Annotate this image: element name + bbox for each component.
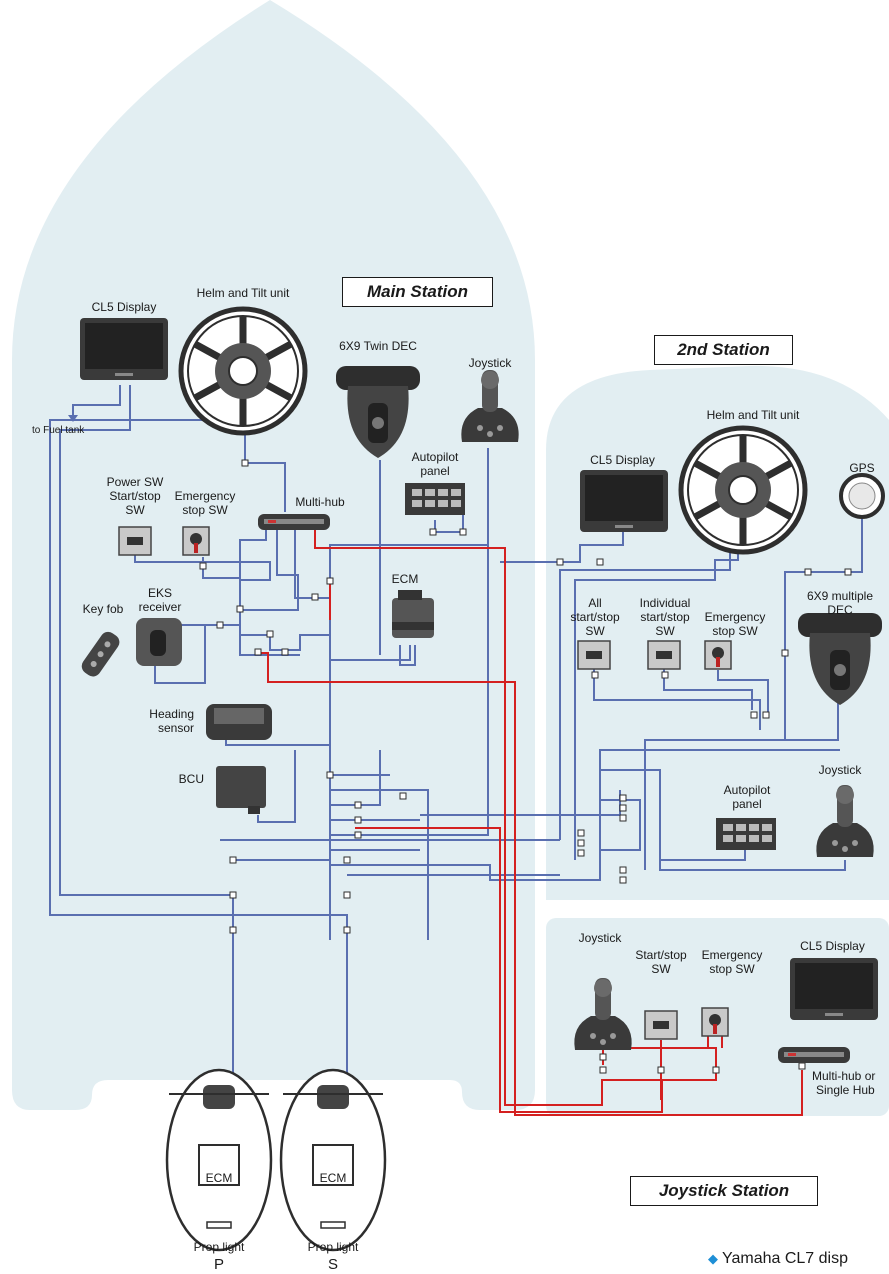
heading-label-2: sensor (157, 721, 194, 735)
main-dec-label: 6X9 Twin DEC (339, 339, 417, 353)
second-helm-label: Helm and Tilt unit (706, 408, 800, 422)
footnote-text: Yamaha CL7 disp (722, 1250, 848, 1267)
footnote: ◆ Yamaha CL7 disp (708, 1250, 848, 1268)
fuel-tank-label: to Fuel tank (32, 425, 85, 436)
all-startstop-switch-icon (577, 640, 611, 670)
js-emergency-label-2: stop SW (709, 962, 755, 976)
starboard-prop-light-label: Prop light (307, 1240, 359, 1254)
blue-cables (49, 385, 840, 1180)
main-autopilot-label-1: Autopilot (411, 450, 459, 464)
main-station-title: Main Station (342, 277, 493, 307)
heading-label-1: Heading (149, 707, 194, 721)
multihub-label: Multi-hub (295, 495, 345, 509)
joystick-station-title: Joystick Station (630, 1176, 818, 1206)
eks-label-2: receiver (138, 600, 182, 614)
emergency-stop-icon (182, 526, 210, 556)
second-station-title: 2nd Station (654, 335, 793, 365)
gps-label: GPS (849, 461, 875, 475)
all-sw-label-3: SW (585, 624, 605, 638)
js-joystick-label: Joystick (578, 931, 622, 945)
main-emergency-label-2: stop SW (182, 503, 228, 517)
power-sw-label-3: SW (125, 503, 145, 517)
second-autopilot-label-1: Autopilot (723, 783, 771, 797)
ecm-icon (392, 590, 434, 638)
second-dec-label-2: DEC (827, 603, 853, 617)
starboard-label: S (327, 1256, 338, 1273)
diamond-icon: ◆ (708, 1251, 718, 1266)
power-switch-icon (118, 526, 152, 556)
key-fob-icon (81, 631, 120, 677)
multi-hub-icon (258, 514, 330, 530)
all-sw-label-1: All (588, 596, 602, 610)
ind-sw-label-2: start/stop (640, 610, 690, 624)
main-cl5-display-label: CL5 Display (91, 300, 157, 314)
port-label: P (213, 1256, 224, 1273)
heading-sensor-icon (206, 704, 272, 740)
cl5-display-2-icon (580, 470, 668, 532)
ind-sw-label-3: SW (655, 624, 675, 638)
port-engine-icon (165, 1068, 273, 1252)
ind-sw-label-1: Individual (639, 596, 691, 610)
second-emergency-label-2: stop SW (712, 624, 758, 638)
port-prop-light-label: Prop light (193, 1240, 245, 1254)
multi-hub-3-icon (778, 1047, 850, 1063)
gps-dome-icon (839, 473, 885, 519)
main-joystick-label: Joystick (468, 356, 512, 370)
second-joystick-label: Joystick (818, 763, 862, 777)
cl5-display-icon (80, 318, 168, 380)
js-hub-label-1: Multi-hub or (812, 1069, 876, 1083)
js-startstop-label-1: Start/stop (635, 948, 687, 962)
emergency-stop-2-icon (704, 640, 732, 670)
connector-nodes (199, 459, 852, 1074)
bcu-icon (216, 766, 266, 814)
second-emergency-label-1: Emergency (704, 610, 766, 624)
main-station-area (12, 0, 535, 1110)
bcu-label: BCU (178, 772, 204, 786)
helm-wheel-2-icon (681, 428, 805, 552)
cl5-display-3-icon (790, 958, 878, 1020)
eks-label-1: EKS (147, 586, 172, 600)
red-cables (258, 530, 803, 1116)
arrow-down-icon (68, 415, 78, 422)
startstop-switch-3-icon (644, 1010, 678, 1040)
main-ecm-label: ECM (391, 572, 419, 586)
second-autopilot-label-2: panel (732, 797, 762, 811)
main-helm-label: Helm and Tilt unit (196, 286, 290, 300)
js-startstop-label-2: SW (651, 962, 671, 976)
js-cl5-display-label: CL5 Display (800, 939, 865, 953)
all-sw-label-2: start/stop (570, 610, 620, 624)
autopilot-panel-icon (405, 483, 465, 515)
emergency-stop-3-icon (701, 1007, 729, 1037)
port-ecm-label: ECM (205, 1171, 233, 1185)
main-autopilot-label-2: panel (420, 464, 450, 478)
autopilot-panel-2-icon (716, 818, 776, 850)
starboard-ecm-label: ECM (319, 1171, 347, 1185)
main-emergency-label-1: Emergency (174, 489, 236, 503)
js-emergency-label-1: Emergency (701, 948, 763, 962)
helm-wheel-icon (181, 309, 305, 433)
starboard-engine-icon (279, 1068, 387, 1252)
second-dec-label-1: 6X9 multiple (806, 589, 874, 603)
power-sw-label-1: Power SW (106, 475, 164, 489)
eks-receiver-icon (136, 618, 182, 666)
key-fob-label: Key fob (82, 602, 124, 616)
second-cl5-display-label: CL5 Display (590, 453, 655, 467)
js-hub-label-2: Single Hub (816, 1083, 875, 1097)
individual-startstop-switch-icon (647, 640, 681, 670)
power-sw-label-2: Start/stop (109, 489, 161, 503)
